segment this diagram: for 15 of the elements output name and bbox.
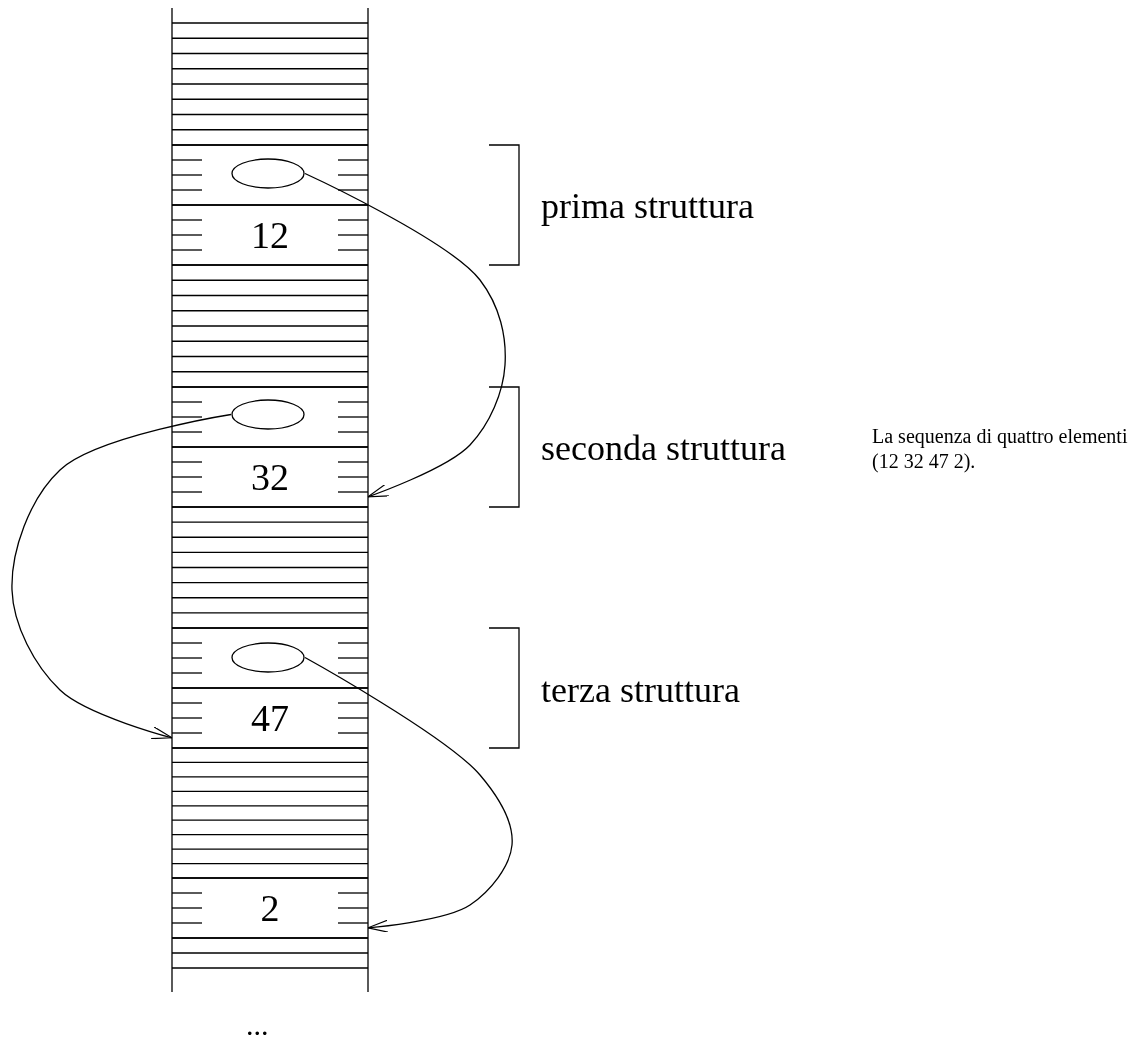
arrow <box>304 656 513 933</box>
arrow <box>304 172 506 498</box>
memory-cell: 32 <box>172 447 368 507</box>
pointer-ellipse <box>231 399 305 430</box>
structure-label: seconda struttura <box>541 430 786 466</box>
memory-cell: 47 <box>172 688 368 748</box>
structure-label: prima struttura <box>541 188 754 224</box>
memory-cell: 12 <box>172 205 368 265</box>
ellipsis-text: ... <box>246 1010 269 1040</box>
pointer-ellipse <box>231 642 305 673</box>
pointer-ellipse <box>231 158 305 189</box>
memory-cell: 2 <box>172 878 368 938</box>
structure-label: terza struttura <box>541 672 740 708</box>
caption-text: La sequenza di quattro elementi (12 32 47 2). <box>872 424 1129 474</box>
arrow <box>11 413 232 740</box>
